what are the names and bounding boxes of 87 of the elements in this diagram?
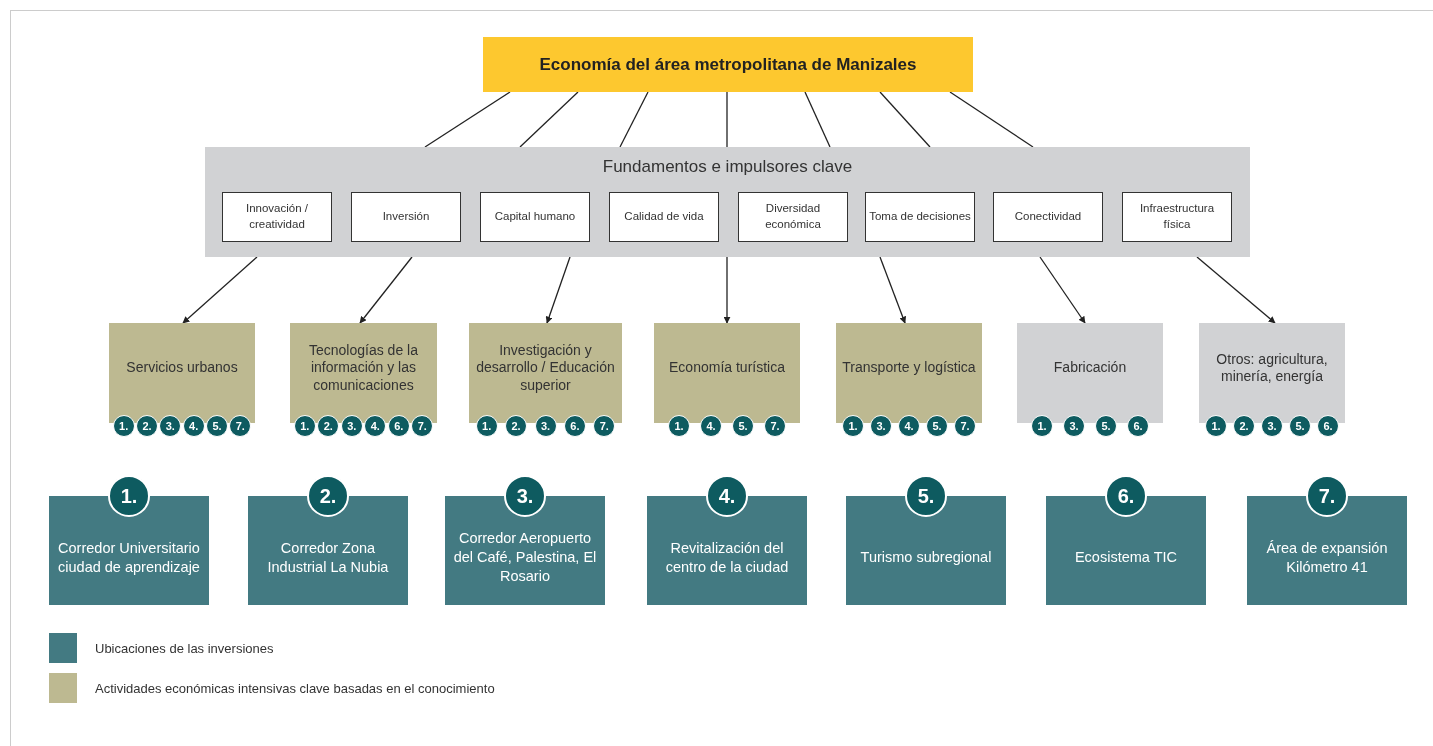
activity-label: Servicios urbanos bbox=[126, 359, 238, 377]
legend-label: Actividades económicas intensivas clave basadas en el conocimiento bbox=[95, 680, 495, 696]
number-badge: 1. bbox=[668, 415, 690, 437]
arrow bbox=[182, 256, 258, 324]
driver-label: Innovación / creatividad bbox=[245, 201, 309, 232]
driver-box bbox=[609, 192, 719, 242]
activity-label: Fabricación bbox=[1053, 359, 1127, 377]
activity-label: Economía turística bbox=[669, 359, 785, 377]
location-label: Revitalización del centro de la ciudad bbox=[664, 538, 790, 577]
number-badge: 5. bbox=[1095, 415, 1117, 437]
activity-box bbox=[109, 323, 255, 423]
connector-line bbox=[949, 91, 1034, 148]
number-badge: 2. bbox=[1233, 415, 1255, 437]
activity-label: Investigación y desarrollo / Educación superior bbox=[475, 341, 616, 395]
drivers-band bbox=[205, 147, 1250, 257]
number-badge: 4. bbox=[364, 415, 387, 437]
number-badge: 5. bbox=[1289, 415, 1311, 437]
arrow bbox=[879, 256, 907, 324]
arrow bbox=[1196, 256, 1276, 324]
arrow bbox=[1039, 256, 1086, 324]
number-badge: 1. bbox=[1205, 415, 1227, 437]
location-label: Ecosistema TIC bbox=[1074, 548, 1178, 567]
driver-box bbox=[1122, 192, 1232, 242]
arrow bbox=[359, 256, 413, 324]
title-box bbox=[483, 37, 973, 92]
connector-line bbox=[804, 91, 831, 148]
number-badge: 6. bbox=[1127, 415, 1149, 437]
number-circle: 2. bbox=[307, 475, 349, 517]
arrow bbox=[723, 256, 731, 324]
band-heading: Fundamentos e impulsores clave bbox=[601, 157, 854, 177]
number-badge: 4. bbox=[700, 415, 722, 437]
number-circle: 5. bbox=[905, 475, 947, 517]
number-badge: 2. bbox=[317, 415, 340, 437]
location-label: Área de expansión Kilómetro 41 bbox=[1265, 538, 1389, 577]
number-badge: 5. bbox=[732, 415, 754, 437]
number-badge: 2. bbox=[136, 415, 158, 437]
connector-line bbox=[519, 91, 579, 148]
driver-label: Diversidad económica bbox=[764, 201, 822, 232]
number-badge: 5. bbox=[926, 415, 948, 437]
driver-box bbox=[993, 192, 1103, 242]
number-circle: 7. bbox=[1306, 475, 1348, 517]
number-badge: 5. bbox=[206, 415, 228, 437]
connector-line bbox=[619, 91, 649, 148]
number-badge: 3. bbox=[1261, 415, 1283, 437]
location-label: Corredor Zona Industrial La Nubia bbox=[266, 538, 390, 577]
number-circle: 3. bbox=[504, 475, 546, 517]
number-badge: 3. bbox=[1063, 415, 1085, 437]
driver-label: Conectividad bbox=[1014, 209, 1082, 225]
number-badge: 3. bbox=[159, 415, 182, 437]
number-badge: 1. bbox=[842, 415, 864, 437]
location-label: Corredor Universitario ciudad de aprendizaje bbox=[57, 538, 201, 577]
number-circle: 1. bbox=[108, 475, 150, 517]
activity-box bbox=[1199, 323, 1345, 423]
activity-box bbox=[1017, 323, 1163, 423]
activity-label: Transporte y logística bbox=[842, 359, 976, 377]
number-badge: 4. bbox=[898, 415, 920, 437]
activity-box bbox=[654, 323, 800, 423]
activity-label: Otros: agricultura, minería, energía bbox=[1215, 350, 1329, 386]
driver-label: Inversión bbox=[382, 209, 430, 225]
number-badge: 7. bbox=[229, 415, 252, 437]
legend-label: Ubicaciones de las inversiones bbox=[95, 640, 274, 656]
driver-label: Toma de decisiones bbox=[869, 209, 971, 225]
location-label: Corredor Aeropuerto del Café, Palestina, El Rosario bbox=[453, 529, 597, 586]
activity-box bbox=[469, 323, 622, 423]
driver-box bbox=[480, 192, 590, 242]
driver-box bbox=[738, 192, 848, 242]
number-badge: 7. bbox=[764, 415, 786, 437]
connector-line bbox=[424, 91, 511, 148]
activity-box bbox=[290, 323, 437, 423]
driver-label: Infraestructura física bbox=[1138, 201, 1216, 232]
title-text: Economía del área metropolitana de Manizales bbox=[539, 54, 917, 75]
number-badge: 6. bbox=[1317, 415, 1339, 437]
number-badge: 7. bbox=[411, 415, 434, 437]
connector-line bbox=[726, 91, 728, 148]
connector-line bbox=[879, 91, 931, 148]
number-badge: 7. bbox=[593, 415, 616, 437]
driver-label: Capital humano bbox=[494, 209, 576, 225]
driver-box bbox=[222, 192, 332, 242]
driver-label: Calidad de vida bbox=[624, 209, 704, 225]
driver-box bbox=[865, 192, 975, 242]
driver-box bbox=[351, 192, 461, 242]
arrow bbox=[545, 256, 571, 324]
number-circle: 6. bbox=[1105, 475, 1147, 517]
number-circle: 4. bbox=[706, 475, 748, 517]
activity-box bbox=[836, 323, 982, 423]
location-label: Turismo subregional bbox=[860, 548, 992, 567]
activity-label: Tecnologías de la información y las comunicaciones bbox=[308, 341, 419, 395]
